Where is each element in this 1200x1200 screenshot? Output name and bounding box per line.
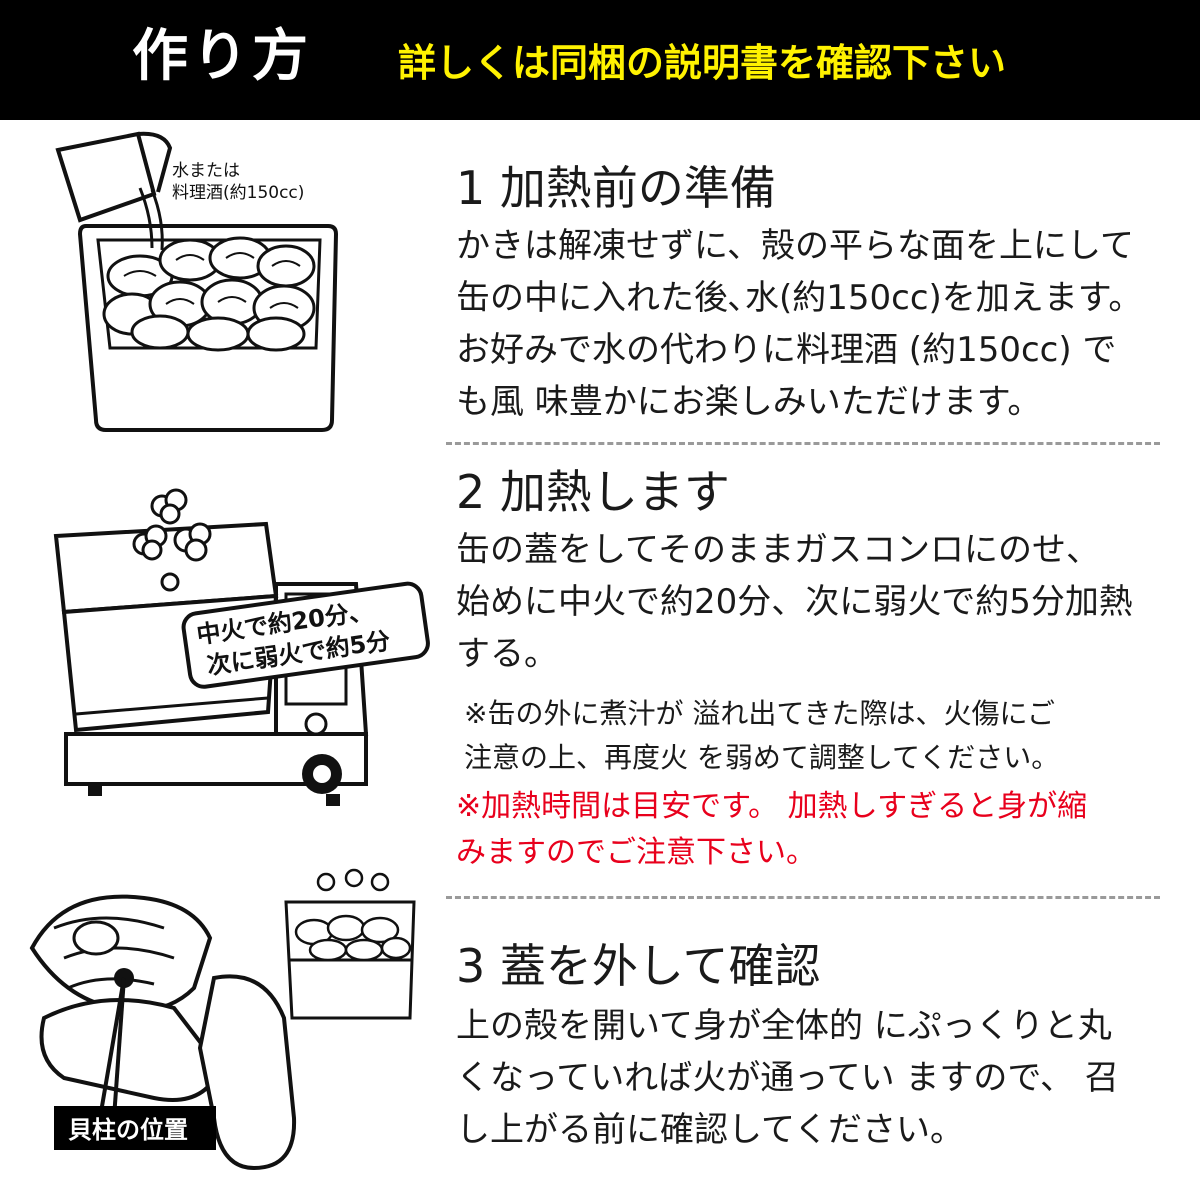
step1-illustration: 水または 料理酒(約150cc)	[55, 131, 339, 432]
page-title: 作り方	[132, 24, 312, 89]
header-bar: 作り方 詳しくは同梱の説明書を確認下さい	[0, 0, 1200, 120]
divider-2	[446, 896, 1160, 899]
step2-warning: ※加熱時間は目安です。 加熱しすぎると身が縮 みますのでご注意下さい。	[456, 789, 1088, 870]
step3-title: 3 蓋を外して確認	[456, 939, 821, 993]
step2-title: 2 加熱します	[456, 465, 730, 519]
step3-body: 上の殻を開いて身が全体的 にぷっくりと丸 くなっていれば火が通ってい ますので、…	[456, 1006, 1119, 1150]
step2-illustration: 中火で約20分、 次に弱火で約5分	[53, 488, 430, 806]
step1-illus-label-2: 料理酒(約150cc)	[172, 183, 304, 203]
step1-body: かきは解凍せずに、殻の平らな面を上にして 缶の中に入れた後､水(約150cc)を…	[456, 226, 1143, 422]
step1-illus-label-1: 水または	[172, 161, 240, 181]
step1-title: 1 加熱前の準備	[456, 161, 776, 215]
divider-1	[446, 442, 1160, 445]
step2-note: ※缶の外に煮汁が 溢れ出てきた際は、火傷にご 注意の上、再度火 を弱めて調整して…	[464, 697, 1060, 774]
header-subtitle: 詳しくは同梱の説明書を確認下さい	[398, 41, 1007, 85]
step3-illustration: 貝柱の位置	[29, 868, 416, 1171]
step3-label: 貝柱の位置	[68, 1116, 188, 1144]
step2-body: 缶の蓋をしてそのままガスコンロにのせ、 始めに中火で約20分、次に弱火で約5分加…	[456, 530, 1133, 674]
